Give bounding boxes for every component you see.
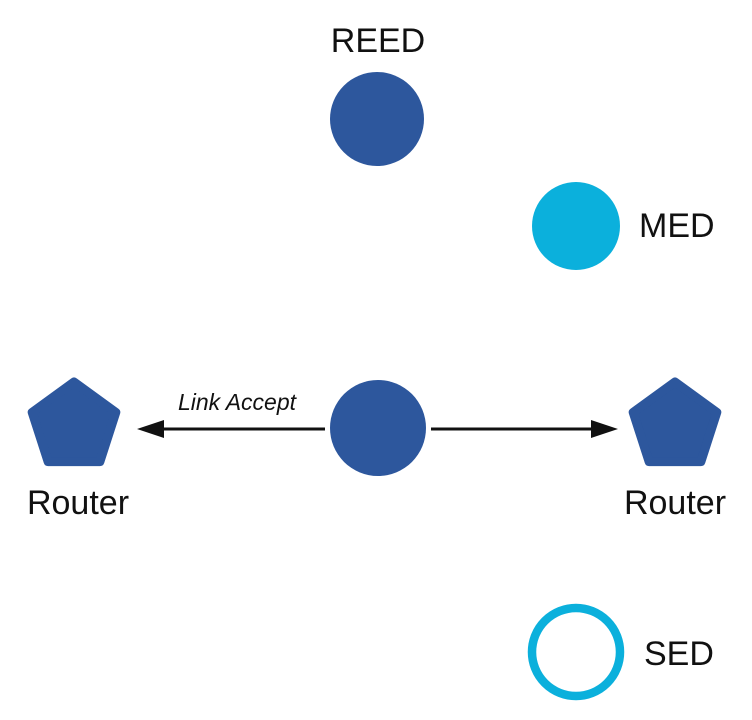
right-arrowhead-icon	[591, 420, 618, 438]
link-accept-edge-label: Link Accept	[177, 389, 297, 415]
reed-node-circle-icon	[330, 72, 424, 166]
center-node-circle-icon	[330, 380, 426, 476]
reed-label: REED	[330, 22, 426, 60]
sed-node-ring-icon	[527, 603, 625, 701]
router-right-label: Router	[623, 484, 727, 522]
router-left-pentagon-icon	[27, 377, 121, 467]
router-left-label: Router	[26, 484, 130, 522]
med-node-circle-icon	[532, 182, 620, 270]
left-arrowhead-icon	[137, 420, 164, 438]
sed-label: SED	[644, 635, 714, 673]
med-label: MED	[639, 207, 715, 245]
router-right-pentagon-icon	[628, 377, 722, 467]
